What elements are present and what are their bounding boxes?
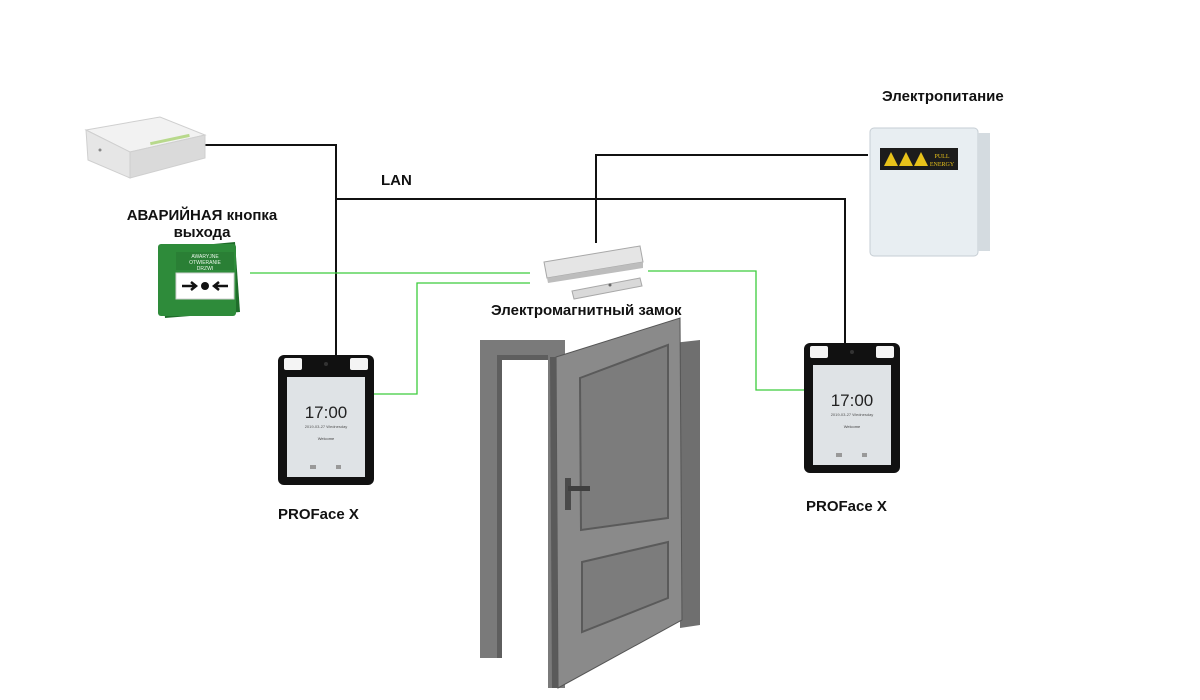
warning-triangle-icon bbox=[899, 152, 913, 166]
exit-button-text-2: OTWIERANIE bbox=[189, 260, 221, 266]
power-brand-line1: PULL bbox=[935, 154, 950, 160]
exit-button-text-1: AWARYJNE bbox=[191, 254, 219, 260]
reader-icon-left bbox=[836, 453, 842, 457]
exit-button-label-line1: АВАРИЙНАЯ кнопка bbox=[126, 207, 278, 224]
reader-screen bbox=[287, 377, 365, 477]
power-cable bbox=[595, 154, 868, 243]
reader-right-label: PROFace X bbox=[806, 498, 887, 515]
reader-time: 17:00 bbox=[831, 391, 874, 410]
reader-date: 2019-03-27 Wednesday bbox=[831, 412, 874, 417]
switch-logo-strip bbox=[150, 133, 190, 146]
lock-magnet-shadow bbox=[547, 262, 643, 283]
face-reader-left: 17:00 2019-03-27 Wednesday Welcome bbox=[278, 355, 374, 485]
reader-icon-right bbox=[862, 453, 867, 457]
maglock-label: Электромагнитный замок bbox=[491, 302, 682, 319]
power-supply-box: PULL ENERGY bbox=[869, 127, 990, 257]
face-reader-right: 17:00 2019-03-27 Wednesday Welcome bbox=[804, 343, 900, 473]
reader-time: 17:00 bbox=[305, 403, 348, 422]
lock-screw bbox=[608, 283, 612, 287]
lan-cables bbox=[200, 144, 846, 355]
switch-led bbox=[98, 148, 102, 152]
lock-armature bbox=[571, 277, 643, 300]
signal-wires bbox=[250, 270, 804, 395]
exit-button-label-area bbox=[176, 252, 234, 270]
lan-cable-to-right-reader bbox=[336, 198, 846, 343]
exit-button-text-3: DRZWI bbox=[197, 266, 213, 272]
arrow-right-icon bbox=[182, 281, 199, 291]
network-switch bbox=[84, 116, 207, 179]
exit-button-label-line2: выхода bbox=[173, 224, 231, 241]
door-assembly bbox=[480, 317, 700, 689]
lan-label: LAN bbox=[381, 172, 412, 189]
warning-triangle-icon bbox=[914, 152, 928, 166]
reader-icon-left bbox=[310, 465, 316, 469]
door-frame-right bbox=[655, 340, 700, 628]
arrow-left-icon bbox=[211, 281, 228, 291]
reader-left-label: PROFace X bbox=[278, 506, 359, 523]
power-brand-line2: ENERGY bbox=[930, 162, 955, 168]
wire-left-reader-to-lock bbox=[372, 282, 530, 395]
reader-ir-left bbox=[284, 358, 302, 370]
lan-cable-switch-to-left-reader bbox=[200, 144, 337, 355]
reader-date: 2019-03-27 Wednesday bbox=[305, 424, 348, 429]
reader-welcome: Welcome bbox=[318, 436, 335, 441]
switch-side bbox=[129, 134, 206, 179]
power-supply-side bbox=[978, 133, 990, 251]
exit-button-label: АВАРИЙНАЯ кнопка выхода bbox=[112, 207, 292, 241]
power-supply-body bbox=[869, 127, 979, 257]
door-leaf-edge bbox=[550, 357, 558, 688]
power-supply-label: Электропитание bbox=[882, 88, 1004, 105]
reader-welcome: Welcome bbox=[844, 424, 861, 429]
door-frame-inner-left bbox=[497, 355, 548, 658]
door-panel-lower bbox=[581, 540, 669, 634]
reader-ir-right bbox=[350, 358, 368, 370]
emergency-exit-button: AWARYJNE OTWIERANIE DRZWI bbox=[158, 242, 240, 318]
reader-ir-left bbox=[810, 346, 828, 358]
reader-screen bbox=[813, 365, 891, 465]
wire-lock-to-right-reader bbox=[648, 270, 804, 391]
reader-icon-right bbox=[336, 465, 341, 469]
reader-ir-right bbox=[876, 346, 894, 358]
electromagnetic-lock bbox=[543, 245, 644, 300]
exit-button-dot bbox=[201, 282, 209, 290]
reader-camera bbox=[850, 350, 854, 354]
door-panel-upper bbox=[578, 343, 669, 532]
door-handle bbox=[568, 486, 590, 491]
warning-triangle-icon bbox=[884, 152, 898, 166]
reader-camera bbox=[324, 362, 328, 366]
door-handle-plate bbox=[565, 478, 571, 510]
power-cable-to-lock bbox=[595, 154, 868, 243]
